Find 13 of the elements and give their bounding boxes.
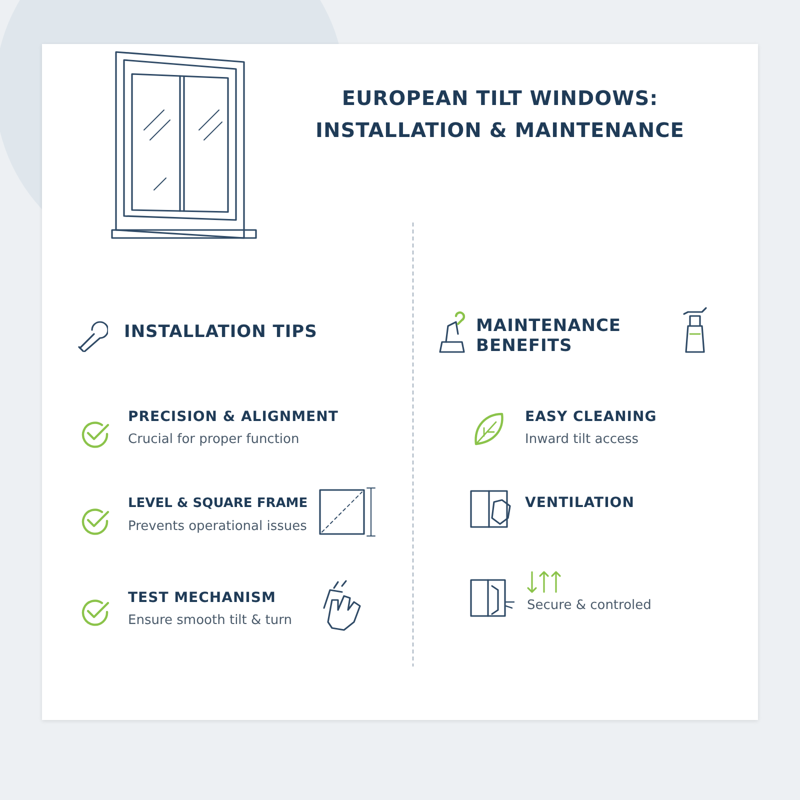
section-heading: MAINTENANCE BENEFITS	[476, 316, 622, 356]
item-heading: EASY CLEANING	[525, 409, 658, 425]
item-description: Inward tilt access	[525, 432, 640, 447]
item-description: Secure & controled	[527, 598, 652, 613]
item-description: Prevents operational issues	[128, 519, 308, 534]
item-description: Ensure smooth tilt & turn	[128, 613, 293, 628]
item-heading: VENTILATION	[525, 495, 636, 511]
item-description: Crucial for proper function	[128, 432, 300, 447]
item-heading: TEST MECHANISM	[128, 590, 277, 606]
title: EUROPEAN TILT WINDOWS: INSTALLATION & MAINTENANCE	[314, 85, 686, 144]
section-heading: INSTALLATION TIPS	[124, 322, 318, 342]
item-heading: PRECISION & ALIGNMENT	[128, 409, 340, 425]
item-heading: LEVEL & SQUARE FRAME	[128, 496, 309, 511]
